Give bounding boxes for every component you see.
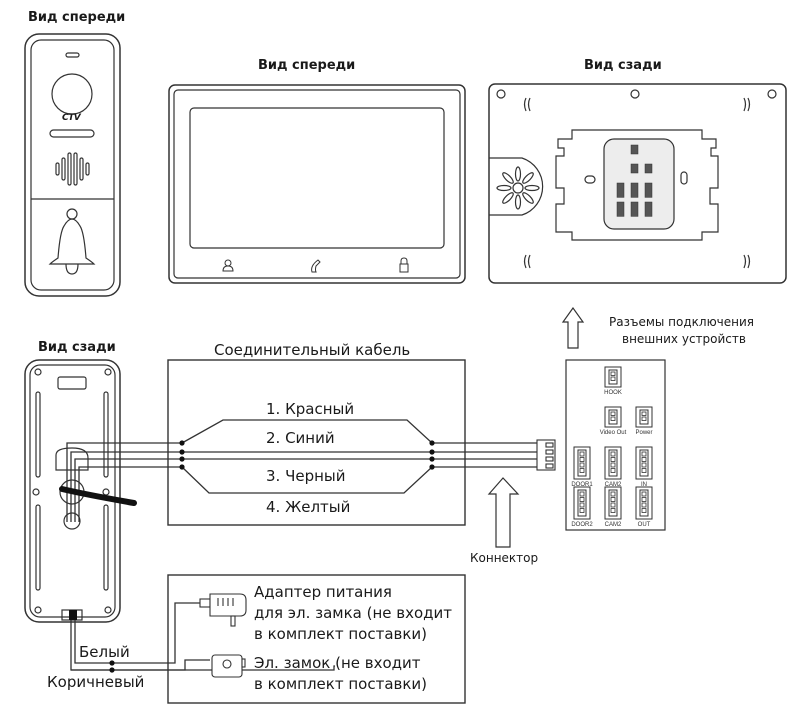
adapter-text-line3: в комплект поставки): [254, 625, 428, 643]
connector-label: DOOR2: [571, 522, 593, 528]
connector-label: HOOK: [604, 390, 622, 396]
cable-wires: [66, 419, 541, 671]
lock-icon: [399, 257, 409, 273]
wire-label-yellow: 4. Желтый: [266, 498, 351, 516]
connector-hook: HOOK: [604, 366, 622, 396]
adapter-text-line2: для эл. замка (не входит: [254, 604, 453, 622]
screw-hole-icon: [630, 89, 640, 99]
cable-title: Соединительный кабель: [214, 341, 411, 359]
connector-door2: [616, 201, 625, 217]
screw-hole-icon: [496, 89, 506, 99]
monitor-front-title: Вид спереди: [258, 58, 356, 73]
ir-strip: [49, 129, 95, 138]
wire-label-white: Белый: [79, 643, 130, 661]
mounting-bracket: [555, 129, 719, 241]
wire-label-red: 1. Красный: [266, 400, 355, 418]
rear-connector-panel: [603, 138, 675, 230]
connectors-caption-line2: внешних устройств: [622, 332, 746, 346]
connector-cam2: [630, 201, 639, 217]
up-arrow-icon: [561, 306, 585, 349]
indicator-slot: [65, 52, 80, 58]
monitor-front: [168, 84, 466, 284]
wire-label-black: 3. Черный: [266, 467, 346, 485]
connector-video-out: [630, 163, 639, 174]
connector-power: [644, 163, 653, 174]
speaker-grille-icon: [55, 152, 90, 186]
user-icon: [222, 259, 234, 272]
connector-label: IN: [641, 482, 647, 488]
call-panel-back: [24, 359, 121, 623]
connector-power: Power: [635, 406, 653, 436]
phone-icon: [311, 259, 321, 273]
screw-hole-icon: [767, 89, 777, 99]
connector-door1: DOOR1: [571, 446, 593, 488]
monitor-back-title: Вид сзади: [584, 58, 662, 73]
speaker-housing: [489, 157, 544, 216]
camera-lens-icon: [51, 73, 93, 115]
connector-cam2: CAM2: [604, 446, 622, 488]
connector-door2: DOOR2: [571, 486, 593, 528]
call-panel-front: [24, 33, 121, 297]
connector-arrow-icon: [487, 477, 520, 548]
connector-label: Power: [635, 430, 652, 436]
speaker-icon: [496, 166, 540, 210]
panel-cable: [59, 486, 137, 506]
electric-lock-icon: [211, 654, 246, 678]
connector-hook: [630, 144, 639, 155]
connector-video-out: Video Out: [600, 406, 627, 436]
connector-in: IN: [635, 446, 653, 488]
connector-label: CAM2: [605, 482, 622, 488]
lock-text-line2: в комплект поставки): [254, 675, 428, 693]
connector-out: OUT: [635, 486, 653, 528]
wire-label-brown: Коричневый: [47, 673, 145, 691]
bell-icon: [48, 208, 96, 275]
connector-in: [644, 182, 653, 198]
connector-cam2: CAM2: [604, 486, 622, 528]
panel-front-inner: [30, 39, 115, 291]
connector-label: OUT: [638, 522, 651, 528]
lock-text-line1: Эл. замок (не входит: [254, 654, 421, 672]
cable-connector: [536, 439, 556, 471]
connector-label: Video Out: [600, 430, 627, 436]
connector-panel: [565, 359, 666, 531]
connector-cam2: [630, 182, 639, 198]
connector-label: DOOR1: [571, 482, 593, 488]
monitor-screen: [189, 107, 445, 249]
adapter-text-line1: Адаптер питания: [254, 583, 392, 601]
panel-front-outer: [24, 33, 121, 297]
panel-front-title: Вид спереди: [28, 10, 126, 25]
wire-junction-dots: [109, 440, 435, 673]
panel-back-title: Вид сзади: [38, 340, 116, 355]
connector-door1: [616, 182, 625, 198]
lock-box: [167, 574, 466, 704]
power-adapter-icon: [199, 593, 247, 627]
connector-out: [644, 201, 653, 217]
connector-label: Коннектор: [470, 551, 539, 565]
connectors-caption-line1: Разъемы подключения: [609, 315, 755, 329]
connector-label: CAM2: [605, 522, 622, 528]
monitor-back: [488, 83, 787, 284]
brand-logo: CTV: [62, 113, 81, 123]
wire-label-blue: 2. Синий: [266, 429, 335, 447]
